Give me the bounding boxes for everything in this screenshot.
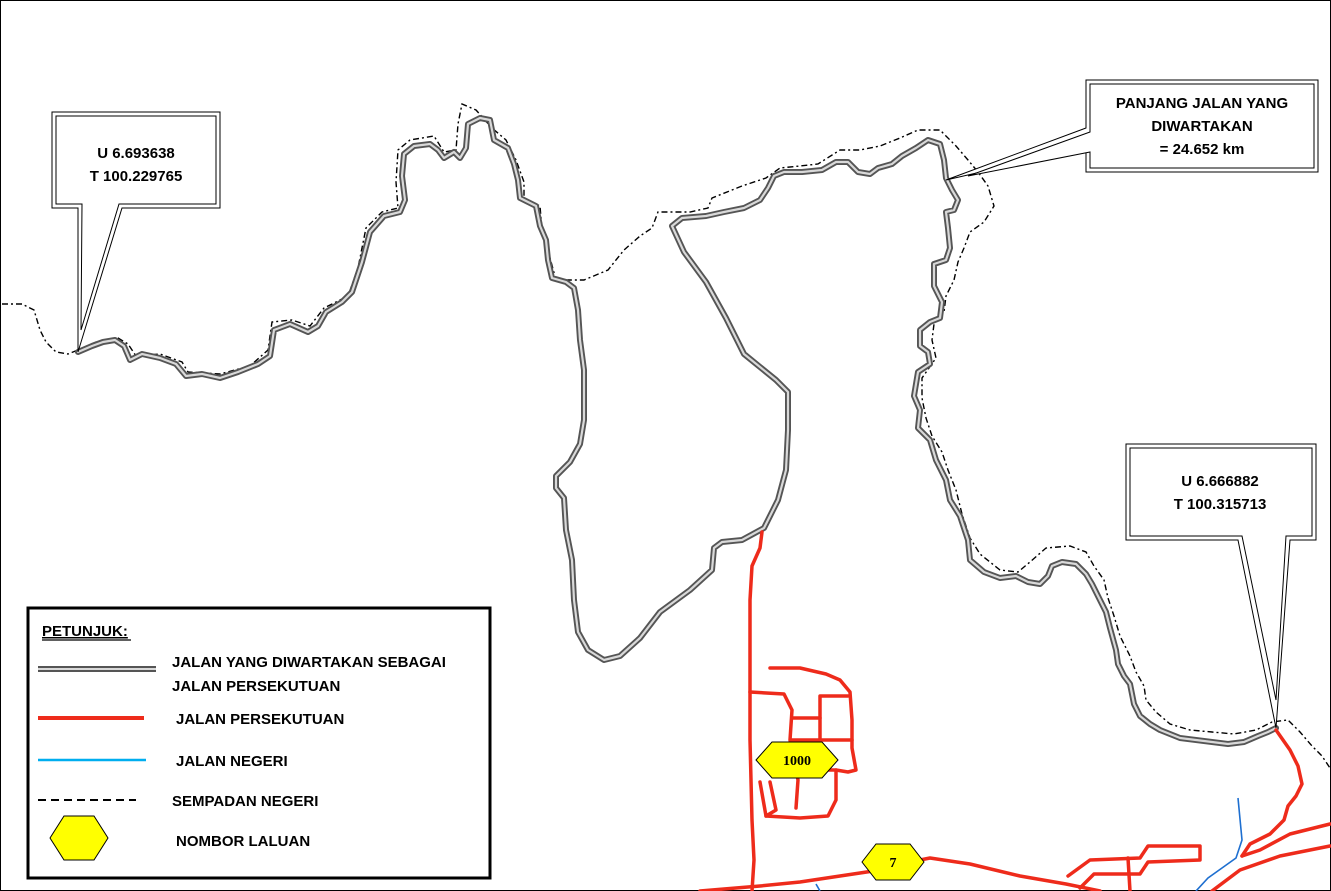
legend-route-number-label: NOMBOR LALUAN (176, 833, 310, 850)
legend-state-boundary-label: SEMPADAN NEGERI (172, 793, 318, 810)
legend-gazetted-road-line2: JALAN PERSEKUTUAN (172, 678, 340, 695)
legend-item-gazetted-road: JALAN YANG DIWARTAKAN SEBAGAI JALAN PERS… (38, 654, 446, 695)
callout-start-point: U 6.693638 T 100.229765 (51, 111, 221, 353)
legend-state-road-label: JALAN NEGERI (176, 753, 288, 770)
federal-road-north-spur (748, 530, 764, 891)
start-point-longitude: T 100.229765 (90, 168, 183, 185)
route-badge-1000-label: 1000 (783, 754, 811, 769)
legend-title: PETUNJUK: (42, 623, 128, 640)
callout-end-point: U 6.666882 T 100.315713 (1125, 443, 1317, 729)
state-roads (815, 797, 1243, 891)
legend-gazetted-road-line1: JALAN YANG DIWARTAKAN SEBAGAI (172, 654, 446, 671)
legend-route-number-hexagon (49, 815, 109, 861)
federal-road-loop-f (758, 780, 778, 818)
end-point-latitude: U 6.666882 (1181, 473, 1259, 490)
end-point-longitude: T 100.315713 (1174, 496, 1267, 513)
legend-item-route-number: NOMBOR LALUAN (49, 815, 310, 861)
start-point-latitude: U 6.693638 (97, 145, 175, 162)
federal-road-block (1066, 844, 1202, 890)
legend: PETUNJUK: JALAN YANG DIWARTAKAN SEBAGAI … (26, 606, 492, 880)
federal-road-block-2 (1126, 856, 1132, 891)
state-road-2 (815, 883, 821, 891)
federal-road-loop-c (790, 694, 850, 720)
federal-road-loop-b (748, 690, 800, 810)
callout-road-length: PANJANG JALAN YANG DIWARTAKAN = 24.652 k… (945, 79, 1319, 181)
legend-federal-road-label: JALAN PERSEKUTUAN (176, 711, 344, 728)
federal-road-east-3 (1210, 844, 1331, 891)
federal-road-east (1240, 728, 1304, 858)
route-badge-7: 7 (861, 843, 925, 881)
state-boundary-west (2, 303, 79, 355)
road-length-value: = 24.652 km (1160, 141, 1245, 158)
legend-item-federal-road: JALAN PERSEKUTUAN (38, 711, 344, 728)
state-boundary-main (77, 103, 1331, 769)
route-badge-1000: 1000 (755, 741, 839, 779)
federal-road-loop-a (764, 666, 858, 820)
federal-road-east-2 (1240, 822, 1331, 858)
legend-item-state-boundary: SEMPADAN NEGERI (38, 793, 318, 810)
legend-item-state-road: JALAN NEGERI (38, 753, 288, 770)
road-length-line1: PANJANG JALAN YANG (1116, 95, 1288, 112)
state-boundary-lines (2, 103, 1331, 769)
state-road-1 (1195, 797, 1243, 891)
road-length-line2: DIWARTAKAN (1151, 118, 1252, 135)
route-badge-7-label: 7 (890, 856, 897, 871)
